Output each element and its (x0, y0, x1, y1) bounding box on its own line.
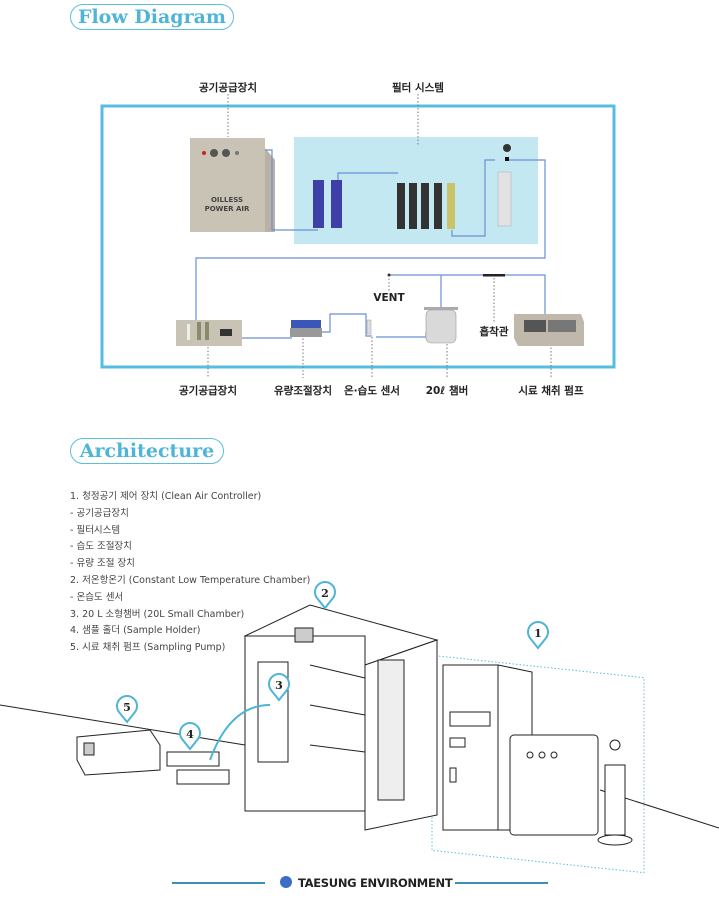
marker-3-pin (268, 673, 290, 702)
list-item: - 온습도 센서 (70, 591, 124, 603)
label-chamber: 20ℓ 챔버 (425, 385, 469, 397)
marker-2-pin (314, 581, 336, 610)
architecture-title: Architecture (70, 438, 224, 464)
low-temp-chamber (243, 604, 439, 831)
chamber-20l (424, 307, 458, 344)
th-sensor (366, 319, 372, 335)
carbon-filters (397, 183, 455, 229)
svg-text:OILLESS: OILLESS (211, 196, 243, 204)
label-air-supply: 공기공급장치 (179, 385, 237, 397)
list-item: - 공기공급장치 (70, 507, 129, 519)
list-item: 2. 저온항온기 (Constant Low Temperature Chamb… (70, 574, 311, 586)
sample-holder (166, 751, 230, 785)
leader-lines (207, 94, 552, 378)
marker-3: 3 (275, 679, 283, 692)
svg-text:POWER AIR: POWER AIR (205, 205, 250, 213)
flow-diagram-title: Flow Diagram (70, 4, 234, 30)
air-supply-box (509, 734, 599, 836)
list-item: - 습도 조절장치 (70, 541, 132, 553)
list-item: - 필터시스템 (70, 524, 121, 536)
marker-1: 1 (534, 627, 542, 640)
clean-air-controller-group (431, 654, 645, 874)
flow-controller (290, 320, 322, 337)
label-adsorption-tube: 흡착관 (479, 326, 509, 338)
marker-1-pin (527, 621, 549, 650)
architecture-list: 1. 청정공기 제어 장치 (Clean Air Controller) - 공… (70, 489, 310, 657)
diagram-frame (100, 104, 616, 369)
list-item: 5. 시료 채취 펌프 (Sampling Pump) (70, 642, 226, 654)
list-item: 3. 20 L 소형챔버 (20L Small Chamber) (70, 608, 245, 620)
list-item: 1. 청정공기 제어 장치 (Clean Air Controller) (70, 491, 262, 502)
marker-5: 5 (123, 701, 131, 714)
sampling-pump (76, 729, 161, 776)
footer-brand: TAESUNG ENVIRONMENT (298, 876, 453, 890)
list-item: - 유량 조절 장치 (70, 558, 135, 570)
label-sampling-pump: 시료 채취 펌프 (518, 385, 584, 397)
label-th-sensor: 온·습도 센서 (344, 385, 400, 397)
marker-4: 4 (186, 728, 194, 741)
label-filter-system: 필터 시스템 (392, 82, 444, 94)
tubing (195, 149, 546, 339)
marker-2: 2 (321, 587, 329, 600)
label-air-supply-top: 공기공급장치 (199, 82, 257, 94)
air-supply-unit (176, 320, 242, 346)
sampling-pump-image (514, 314, 584, 346)
label-vent: VENT (373, 292, 405, 304)
marker-5-pin (116, 695, 138, 724)
transfer-arrow (209, 704, 271, 761)
blue-filters (313, 180, 342, 228)
list-item: 4. 샘플 홀더 (Sample Holder) (70, 625, 201, 637)
label-flow-controller: 유량조절장치 (274, 385, 332, 397)
humidifier-column (497, 144, 512, 227)
humidifier-cylinder (597, 739, 633, 846)
adsorption-tube (483, 274, 505, 277)
brand-logo-icon (280, 876, 292, 888)
floor-line (0, 704, 246, 746)
marker-pins (116, 581, 549, 751)
marker-4-pin (179, 722, 201, 751)
